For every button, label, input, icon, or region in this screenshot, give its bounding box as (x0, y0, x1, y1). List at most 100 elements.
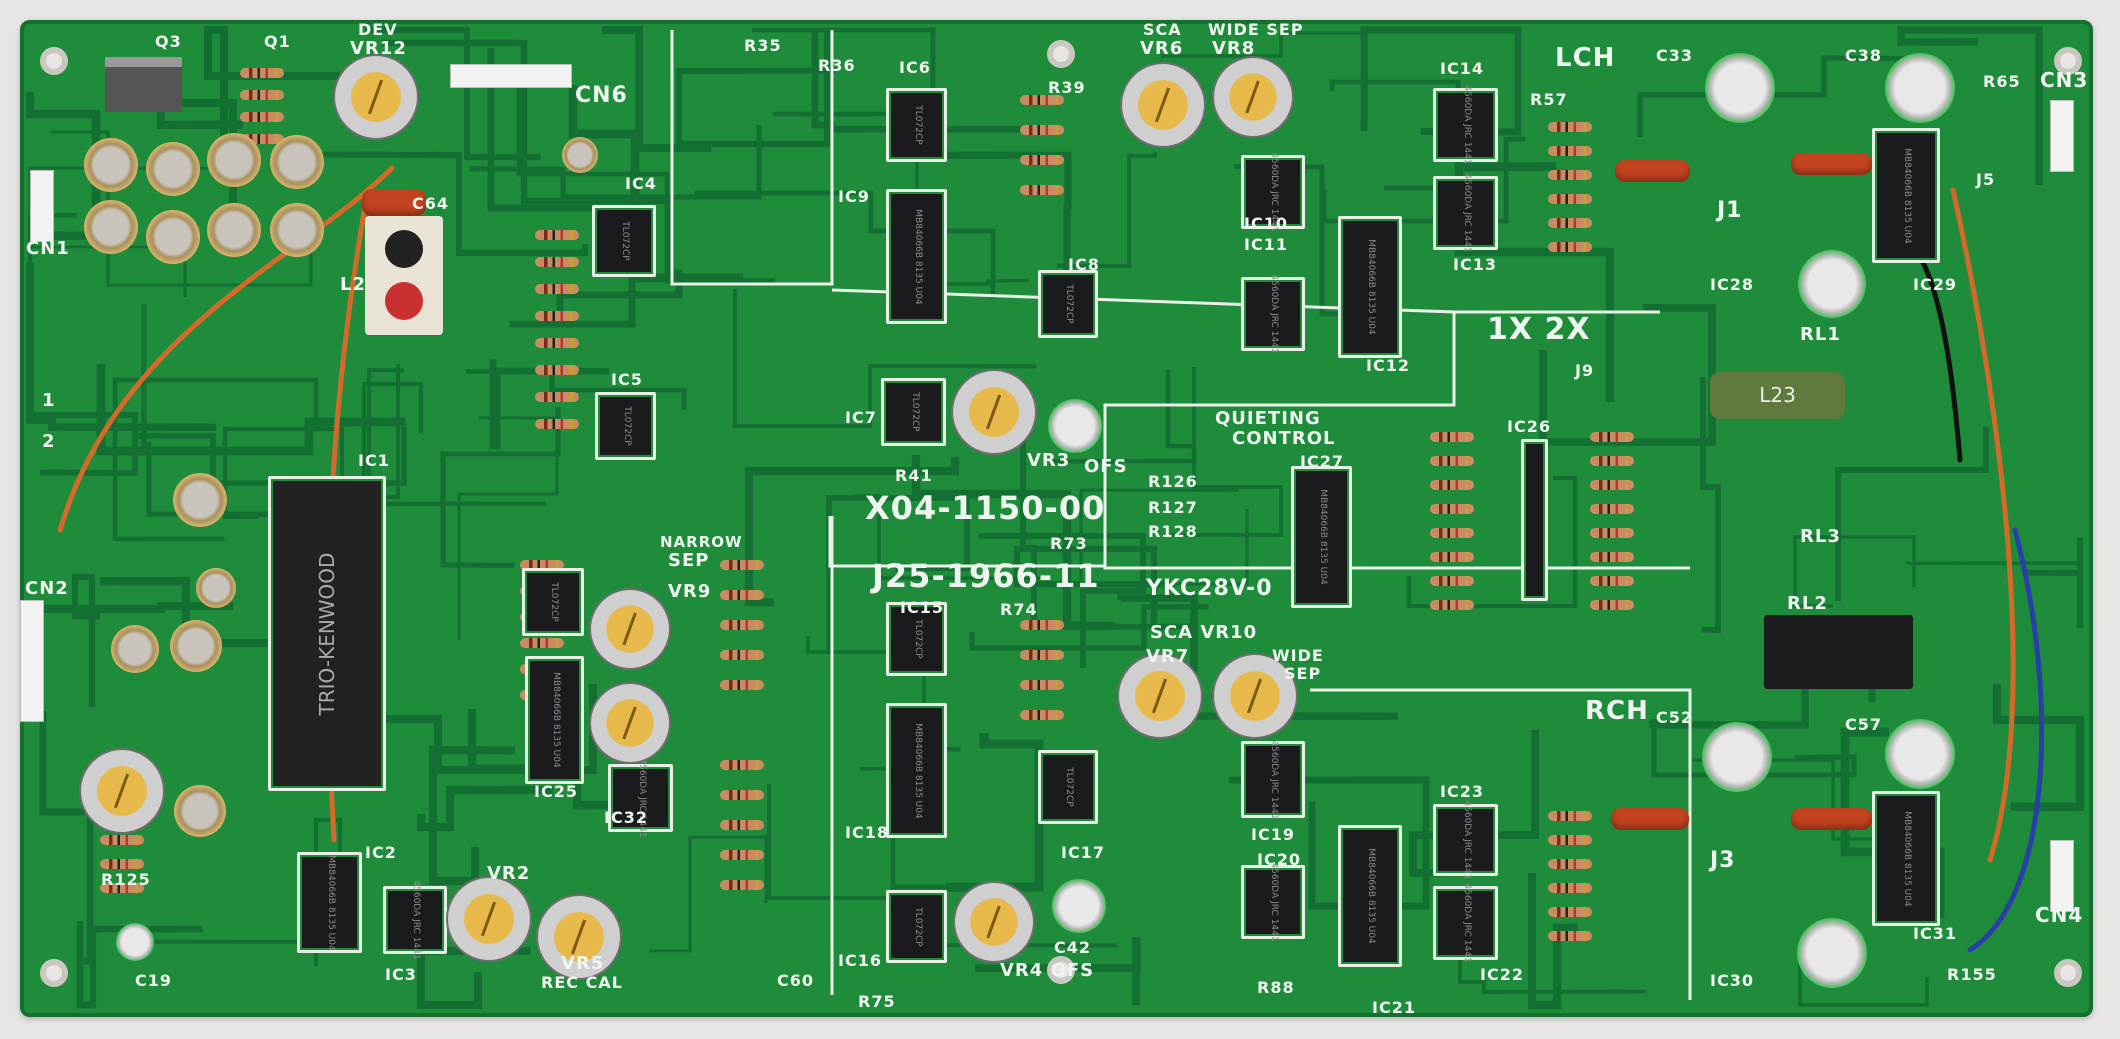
copper-trace (694, 190, 996, 298)
resistor (720, 820, 764, 830)
copper-trace (899, 151, 1072, 337)
capacitor (207, 133, 261, 187)
ic-chip: 4560DA JRC 1441 (1433, 800, 1498, 880)
silkscreen-label: IC4 (625, 174, 657, 193)
ic-marking: TL072CP (909, 392, 920, 432)
capacitor (196, 568, 236, 608)
copper-trace (744, 457, 960, 607)
resistor (1020, 125, 1064, 135)
silkscreen-label: CN3 (2040, 68, 2089, 92)
ic-marking: TL072CP (912, 619, 923, 659)
electrolytic-capacitor (1705, 53, 1775, 123)
copper-trace (1454, 162, 1615, 402)
resistor (720, 590, 764, 600)
resistor (1020, 650, 1064, 660)
silkscreen-label: RCH (1585, 696, 1649, 726)
resistor (1548, 835, 1592, 845)
silkscreen-label: R36 (818, 56, 856, 75)
silkscreen-label: IC11 (1244, 235, 1288, 254)
resistor (1430, 504, 1474, 514)
copper-trace (1020, 417, 1194, 631)
silkscreen-label: VR9 (668, 581, 712, 602)
ic-marking: MB84066B 8135 U04 (325, 854, 336, 951)
copper-trace (969, 604, 1209, 651)
copper-trace (365, 26, 541, 161)
copper-trace (733, 289, 1037, 428)
silkscreen-label: IC30 (1710, 971, 1754, 990)
ic-chip: TL072CP (1038, 750, 1098, 824)
silkscreen-label: IC2 (365, 843, 397, 862)
capacitor (174, 785, 226, 837)
resistor (1020, 620, 1064, 630)
electrolytic-capacitor (1797, 918, 1867, 988)
copper-trace (1170, 367, 1283, 537)
silkscreen-label: SCA (1143, 20, 1182, 39)
silkscreen-label: R88 (1257, 978, 1295, 997)
silkscreen-label: WIDE SEP (1208, 20, 1304, 39)
silkscreen-label: IC13 (1453, 255, 1497, 274)
silkscreen-label: CONTROL (1232, 428, 1336, 449)
copper-trace (2024, 538, 2083, 628)
silkscreen-label: IC18 (845, 823, 889, 842)
capacitor (146, 142, 200, 196)
ic-marking: TL072CP (619, 221, 630, 261)
copper-trace (416, 785, 553, 832)
silkscreen-label: R127 (1148, 498, 1198, 517)
silkscreen-label: VR12 (350, 38, 407, 59)
silkscreen-label: IC5 (611, 370, 643, 389)
silkscreen-outline (670, 30, 834, 286)
ic-chip: MB84066B 8135 U04 (1291, 466, 1352, 608)
ic-chip: TL072CP (886, 602, 947, 676)
copper-trace (516, 67, 775, 284)
ic-chip: TL072CP (886, 890, 947, 963)
silkscreen-label: R74 (1000, 600, 1038, 619)
silkscreen-label: IC32 (604, 808, 648, 827)
ic-marking: MB84066B 8135 U04 (912, 722, 923, 819)
silkscreen-label: R41 (895, 466, 933, 485)
copper-trace (417, 946, 531, 1009)
ic-chip: MB84066B 8135 U04 (886, 189, 947, 324)
resistor (520, 560, 564, 570)
copper-trace (556, 269, 683, 323)
resistor (1430, 480, 1474, 490)
silkscreen-label: J5 (1976, 170, 1996, 189)
silkscreen-label: QUIETING (1215, 408, 1321, 429)
resistor (1548, 146, 1592, 156)
resistor (535, 284, 579, 294)
resistor (720, 880, 764, 890)
silkscreen-label: 2 (42, 431, 56, 452)
silkscreen-label: IC26 (1507, 417, 1551, 436)
ic-chip: MB84066B 8135 U04 (297, 852, 362, 953)
resistor (1430, 432, 1474, 442)
electrolytic-capacitor (1885, 53, 1955, 123)
silkscreen-label: VR6 (1140, 38, 1184, 59)
resistor (240, 68, 284, 78)
silkscreen-label: X04-1150-00 (865, 489, 1106, 527)
resistor (535, 257, 579, 267)
capacitor (562, 137, 598, 173)
capacitor (270, 203, 324, 257)
trimmer-potentiometer (953, 881, 1035, 963)
copper-trace (752, 27, 936, 117)
silkscreen-label: R65 (1983, 72, 2021, 91)
ic-marking: TL072CP (548, 582, 559, 622)
ic-chip (1521, 439, 1548, 601)
to220-transistor (105, 57, 182, 112)
silkscreen-label: J3 (1710, 848, 1736, 873)
trimmer-potentiometer (1117, 653, 1203, 739)
copper-trace (1651, 719, 1857, 778)
silkscreen-label: CN4 (2035, 903, 2084, 927)
silkscreen-label: C33 (1656, 46, 1694, 65)
resistor (1548, 883, 1592, 893)
silkscreen-label: J9 (1575, 361, 1595, 380)
resistor (1548, 122, 1592, 132)
silkscreen-label: CN2 (25, 578, 69, 599)
silkscreen-label: C57 (1845, 715, 1883, 734)
silkscreen-label: DEV (358, 20, 398, 39)
resistor (100, 883, 144, 893)
resistor (1020, 710, 1064, 720)
silkscreen-label: Q3 (155, 32, 182, 51)
silkscreen-label: WIDE (1272, 646, 1324, 665)
copper-trace (429, 745, 515, 885)
film-capacitor (1611, 808, 1689, 830)
